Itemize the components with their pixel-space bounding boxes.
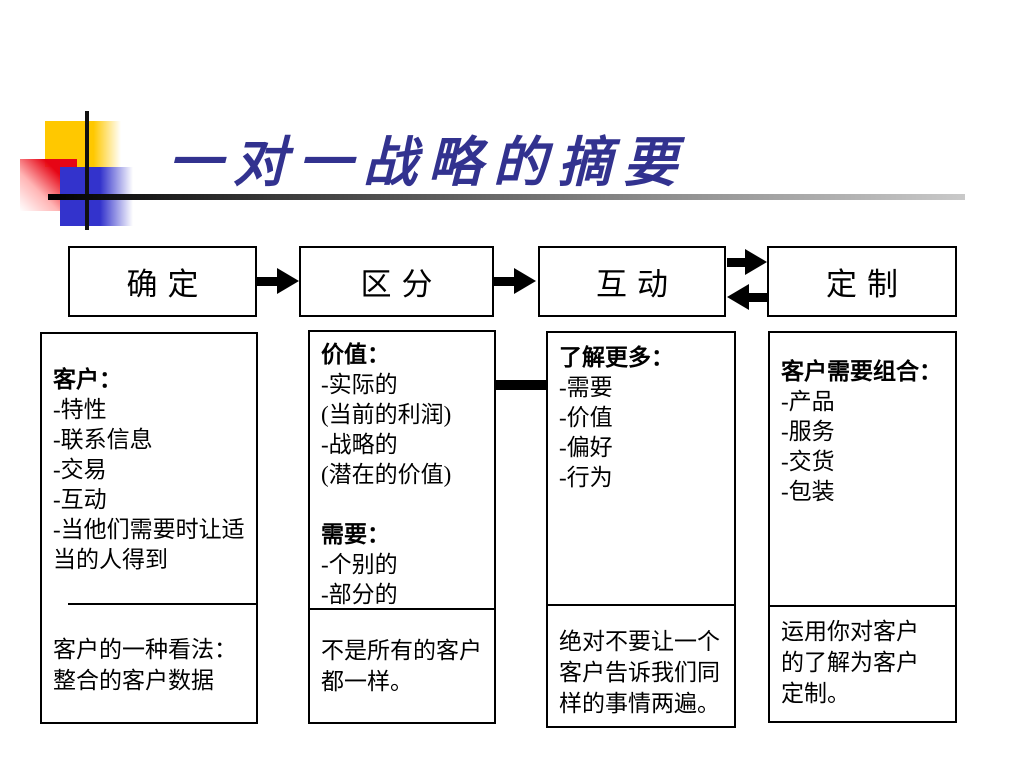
arrow-right-icon [277,268,299,294]
list-item: -产品 [781,389,835,414]
list-item: (当前的利润) [321,402,452,427]
stage-label-identify: 确定 [126,267,209,302]
stage-box-differentiate: 区分 [299,246,494,317]
customer-heading: 客户： [53,367,122,392]
portfolio-list: 客户需要组合： -产品 -服务 -交货 -包装 [781,333,949,507]
arrow-right-icon [514,268,536,294]
arrow-left-icon [727,284,749,310]
value-list: 价值： -实际的 (当前的利润) -战略的 (潜在的价值) 需要： -个别的 -… [321,332,488,610]
divider-line [770,605,955,607]
arrow-differentiate-to-interact-shaft [494,277,517,286]
learn-more-list: 了解更多： -需要 -价值 -偏好 -行为 [559,333,728,493]
list-item: -特性 [53,397,107,422]
learn-more-summary: 绝对不要让一个 客户告诉我们同 样的事情两遍。 [559,629,720,716]
slide-title: 一对一战略的摘要 [168,133,688,193]
customer-summary: 客户的一种看法： 整合的客户数据 [53,637,237,693]
value-to-learnmore-connector [493,380,546,390]
list-item: -实际的 [321,372,398,397]
customer-list: 客户： -特性 -联系信息 -交易 -互动 -当他们需要时让适当的人得到 [53,334,250,575]
title-underline-rule [48,194,965,200]
detail-box-needs-portfolio: 客户需要组合： -产品 -服务 -交货 -包装 运用你对客户 的了解为客户 定制… [768,331,957,723]
detail-box-customer: 客户： -特性 -联系信息 -交易 -互动 -当他们需要时让适当的人得到 客户的… [40,332,258,724]
list-item: -交货 [781,449,835,474]
list-item: -行为 [559,465,613,490]
portfolio-heading: 客户需要组合： [781,359,942,384]
list-item: -偏好 [559,435,613,460]
divider-line [310,608,494,610]
arrow-interact-to-customize-shaft [727,258,747,267]
list-item: -交易 [53,457,107,482]
list-item: -部分的 [321,582,398,607]
list-item: -需要 [559,375,613,400]
blank-line [321,490,488,520]
list-item: -当他们需要时让适当的人得到 [53,517,245,572]
needs-heading: 需要： [321,522,390,547]
vertical-line-decoration [85,111,89,230]
stage-label-interact: 互动 [596,267,678,302]
stage-box-identify: 确定 [68,246,257,317]
divider-line [548,604,734,606]
list-item: -联系信息 [53,427,153,452]
list-item: -服务 [781,419,835,444]
portfolio-summary: 运用你对客户 的了解为客户 定制。 [781,619,919,706]
stage-box-interact: 互动 [538,246,726,317]
arrow-customize-to-interact-shaft [747,293,768,302]
detail-box-value: 价值： -实际的 (当前的利润) -战略的 (潜在的价值) 需要： -个别的 -… [308,330,496,724]
value-summary: 不是所有的客户 都一样。 [321,638,482,694]
stage-box-customize: 定制 [767,246,957,317]
list-item: -战略的 [321,432,398,457]
list-item: -个别的 [321,552,398,577]
stage-label-differentiate: 区分 [360,267,443,302]
stage-label-customize: 定制 [826,267,908,302]
list-item: -价值 [559,405,613,430]
arrow-right-icon [745,249,767,275]
arrow-identify-to-differentiate-shaft [257,277,280,286]
list-item: -互动 [53,487,107,512]
list-item: (潜在的价值) [321,462,452,487]
list-item: -包装 [781,479,835,504]
learn-more-heading: 了解更多： [559,345,674,370]
value-heading: 价值： [321,342,390,367]
divider-line [68,603,256,605]
detail-box-learn-more: 了解更多： -需要 -价值 -偏好 -行为 绝对不要让一个 客户告诉我们同 样的… [546,331,736,728]
